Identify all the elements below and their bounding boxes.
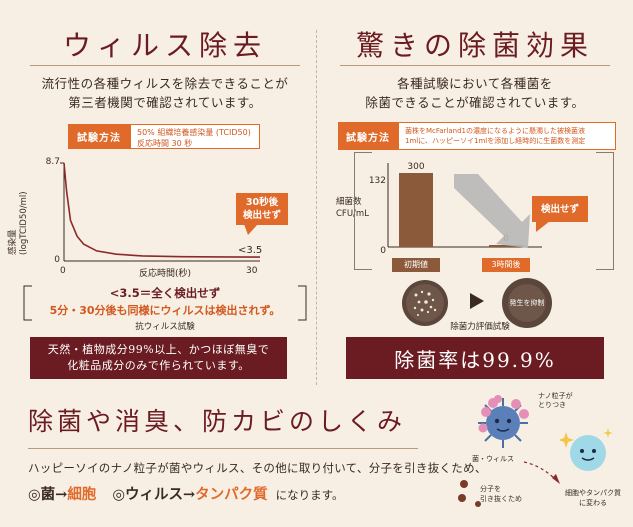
- right-callout-pointer: [536, 221, 550, 232]
- right-chart-bracket-r: [596, 152, 614, 270]
- right-method-label: 試験方法: [338, 122, 398, 150]
- dish-label: 発生を抑制: [509, 299, 545, 307]
- left-box-line2: 化粧品成分のみで作られています。: [67, 359, 250, 372]
- left-xlabel: 反応時間(秒): [138, 269, 192, 279]
- left-desc-line1: 流行性の各種ウィルスを除去できることが: [41, 76, 289, 91]
- left-result-line1: <3.5＝全く検出せず: [109, 286, 221, 300]
- center-divider: [316, 30, 317, 385]
- bottom-description: ハッピーソイのナノ粒子が菌やウィルス、その他に取り付いて、分子を引き抜くため、: [28, 461, 487, 475]
- illus-pull-label: 分子を 引き抜くため: [480, 484, 522, 504]
- left-ylabel-2: (logTCID50/ml): [19, 191, 29, 255]
- right-title-rule: [340, 65, 610, 66]
- left-description: 流行性の各種ウィルスを除去できることが 第三者機関で確認されています。: [20, 74, 310, 112]
- left-method-line2: 反応時間 30 秒: [137, 139, 193, 148]
- left-method-line1: 50% 組織培養感染量 (TCID50): [137, 128, 251, 137]
- illus-virus-label: 菌・ウィルス: [472, 455, 514, 463]
- left-chart: [60, 162, 261, 262]
- decrease-arrow: [454, 174, 530, 248]
- pair2-arrow: →: [182, 486, 196, 503]
- left-desc-line2: 第三者機関で確認されています。: [68, 95, 262, 110]
- right-caption: 除菌力評価試験: [450, 322, 510, 332]
- dashed-arrow-icon: [523, 461, 560, 484]
- right-ytick-top: 132: [368, 176, 386, 186]
- petri-dish-initial: [402, 280, 448, 326]
- right-method-line2: 1mlに、ハッピーソイ1mlを添加し経時的に生菌数を測定: [405, 137, 586, 145]
- right-method-box: 菌株をMcFarland1の濃度になるように懸濁した被検菌液 1mlに、ハッピー…: [398, 122, 616, 150]
- right-ylabel: 細菌数 CFU/mL: [336, 196, 386, 220]
- bottom-title-rule: [28, 448, 418, 449]
- left-title: ウィルス除去: [62, 29, 267, 62]
- pair2-prefix: ◎ウィルス: [112, 486, 183, 503]
- clean-particle-icon: [560, 428, 613, 471]
- left-bracket: [23, 285, 307, 321]
- right-ylabel-2: CFU/mL: [336, 209, 369, 219]
- virus-nanoparticle-icon: [478, 395, 529, 448]
- right-desc-line2: 除菌できることが確認されています。: [365, 95, 585, 110]
- right-chart: 3000: [387, 162, 542, 248]
- left-callout-line1: 30秒後: [245, 197, 279, 208]
- play-arrow-icon: [470, 293, 484, 309]
- left-xtick-end: 30: [246, 266, 258, 276]
- petri-dish-after: 発生を抑制: [502, 278, 552, 328]
- bottom-title: 除菌や消臭、防カビのしくみ: [28, 407, 407, 436]
- left-end-label: <3.5: [238, 245, 263, 256]
- pair1-prefix: ◎菌: [28, 486, 56, 503]
- left-info-box: 天然・植物成分99%以上、かつほぼ無臭で 化粧品成分のみで作られています。: [30, 337, 287, 379]
- bar-0: [399, 173, 433, 247]
- left-series-line: [63, 162, 261, 258]
- right-ytick-bottom: 0: [380, 246, 386, 256]
- left-ylabel: 感染量 (logTCID50/ml): [8, 175, 48, 255]
- left-callout-line2: 検出せず: [242, 210, 281, 221]
- rate-box: 除菌率は99.9%: [346, 337, 604, 379]
- left-callout-pointer: [244, 224, 258, 235]
- left-method-box: 50% 組織培養感染量 (TCID50) 反応時間 30 秒: [130, 124, 260, 149]
- pairs-suffix: になります。: [275, 488, 344, 502]
- bar-category-label-1: 3時間後: [482, 258, 530, 272]
- left-xtick-start: 0: [60, 266, 66, 276]
- left-callout: 30秒後 検出せず: [236, 193, 288, 225]
- right-chart-bracket: [354, 152, 372, 270]
- bar-category-label-0: 初期値: [392, 258, 440, 272]
- left-ytick-top: 8.7: [45, 157, 60, 167]
- illus-result-line2: に変わる: [579, 499, 607, 507]
- right-method-line1: 菌株をMcFarland1の濃度になるように懸濁した被検菌液: [405, 127, 586, 135]
- left-result-line2: 5分・30分後も同様にウィルスは検出されず。: [49, 304, 281, 317]
- left-method-label: 試験方法: [68, 124, 130, 149]
- illus-result-label: 細胞やタンパク質 に変わる: [560, 488, 626, 508]
- illus-result-line1: 細胞やタンパク質: [565, 489, 621, 497]
- pair1-arrow: →: [55, 486, 68, 503]
- bottom-pairs: ◎菌 → 細胞 ◎ウィルス → タンパク質 になります。: [28, 483, 468, 507]
- illus-pull-line1: 分子を: [480, 485, 501, 493]
- right-description: 各種試験において各種菌を 除菌できることが確認されています。: [330, 74, 620, 112]
- bar-value-label-0: 300: [407, 162, 424, 172]
- left-box-line1: 天然・植物成分99%以上、かつほぼ無臭で: [47, 343, 270, 356]
- right-title: 驚きの除菌効果: [355, 29, 594, 62]
- illus-nano-line2: とりつき: [538, 401, 567, 409]
- molecules-icon: [458, 480, 481, 507]
- left-caption: 抗ウィルス試験: [135, 322, 195, 332]
- mechanism-illustration: ナノ粒子が とりつき 菌・ウィルス 分子を 引き抜くため 細胞やタンパク質 に変…: [452, 388, 630, 522]
- pair1-target: 細胞: [67, 486, 97, 503]
- pair2-target: タンパク質: [195, 486, 268, 503]
- right-desc-line1: 各種試験において各種菌を: [397, 76, 553, 91]
- illus-nano-line1: ナノ粒子が: [538, 392, 573, 400]
- left-ylabel-1: 感染量: [8, 229, 18, 255]
- left-ytick-bottom: 0: [54, 255, 60, 265]
- right-ylabel-1: 細菌数: [336, 197, 362, 207]
- illus-nano-label: ナノ粒子が とりつき: [538, 392, 573, 410]
- bar-1: [489, 245, 523, 247]
- left-title-rule: [30, 65, 300, 66]
- illus-pull-line2: 引き抜くため: [480, 495, 522, 503]
- right-callout: 検出せず: [532, 196, 588, 222]
